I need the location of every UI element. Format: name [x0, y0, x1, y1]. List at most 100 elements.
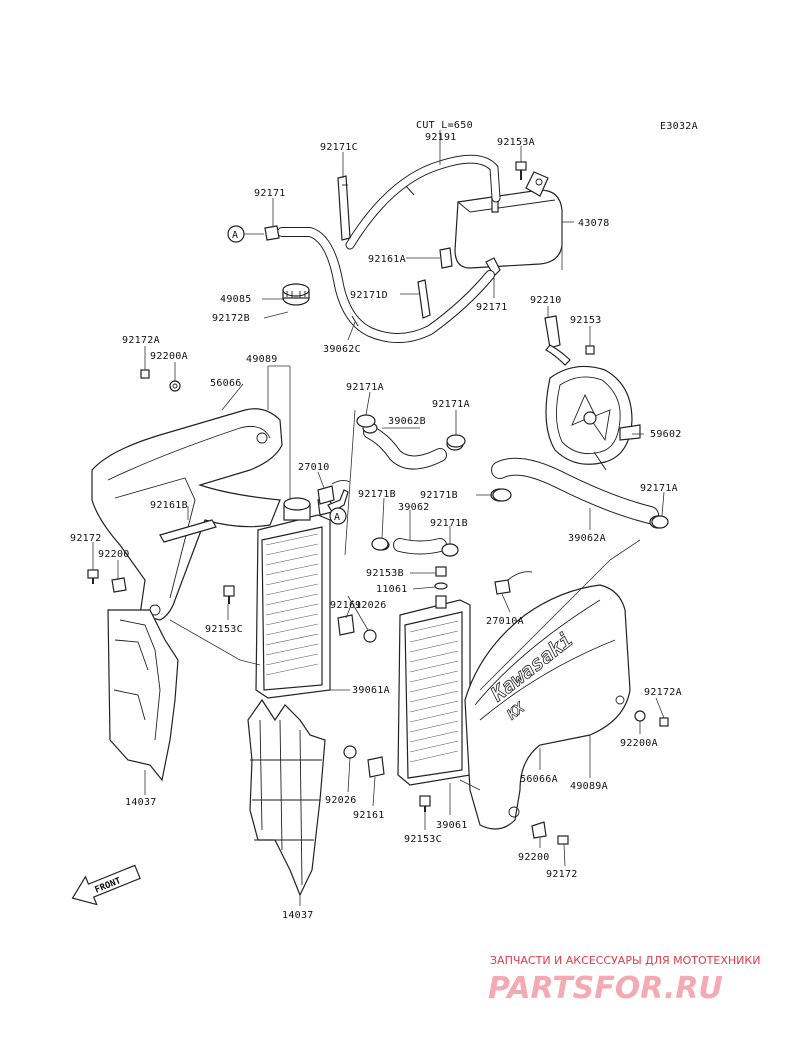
bolt-92153b	[435, 566, 447, 577]
label-92210: 92210	[530, 295, 562, 306]
label-92026-right: 92026	[325, 795, 357, 806]
label-92191: 92191	[425, 132, 457, 143]
label-27010: 27010	[298, 462, 330, 473]
watermark-tagline: ЗАПЧАСТИ И АКСЕССУАРЫ ДЛЯ МОТОТЕХНИКИ	[490, 954, 760, 967]
grommet-92161-right	[367, 756, 385, 778]
label-92153b: 92153B	[366, 568, 404, 579]
label-92200-left: 92200	[98, 549, 130, 560]
label-92161-right: 92161	[353, 810, 385, 821]
damper-92026-left	[363, 629, 377, 643]
collar-92200-left	[111, 577, 127, 593]
nut-92171	[264, 225, 280, 241]
label-92200-right: 92200	[518, 852, 550, 863]
label-92172-left: 92172	[70, 533, 102, 544]
bolt-92172-right	[557, 835, 569, 845]
label-92172a-right: 92172A	[644, 687, 682, 698]
callout-a-label-mid: A	[334, 512, 340, 523]
label-39062: 39062	[398, 502, 430, 513]
label-92026-left: 92026	[355, 600, 387, 611]
band-92161a	[439, 247, 453, 269]
label-92153: 92153	[570, 315, 602, 326]
bolt-92172a-left	[140, 369, 150, 379]
radiator-right-fins	[409, 620, 459, 763]
callout-a-top: A	[227, 225, 264, 243]
radiator-cap-49085	[282, 283, 310, 306]
front-arrow: FRONT	[71, 864, 141, 906]
collar-92200-right	[531, 821, 547, 839]
watermark-brand: PARTSFOR.RU	[488, 971, 723, 1006]
label-56066a: 56066A	[520, 774, 558, 785]
washer-11061	[434, 582, 448, 590]
cooling-fan-59602	[544, 315, 641, 471]
label-92171a-1: 92171A	[346, 382, 384, 393]
label-49085: 49085	[220, 294, 252, 305]
label-92161b: 92161B	[150, 500, 188, 511]
bolt-92172a-right	[659, 717, 669, 727]
bolt-92153c-right	[419, 795, 431, 812]
label-92200a-left: 92200A	[150, 351, 188, 362]
label-92171b-2: 92171B	[420, 490, 458, 501]
diagram-code: E3032A	[660, 121, 698, 132]
bolt-92153a	[515, 161, 527, 180]
label-92153a: 92153A	[497, 137, 535, 148]
sensor-27010a	[494, 571, 533, 595]
part-labels: CUT L=650 92191 92171C 92153A 43078 9217…	[70, 120, 682, 921]
label-56066: 56066	[210, 378, 242, 389]
callout-a-mid: A	[329, 507, 347, 525]
label-39061: 39061	[436, 820, 468, 831]
label-92161-left: 92161	[330, 600, 362, 611]
callout-a-label: A	[232, 230, 238, 241]
radiator-shroud-right-56066a: Kawasaki KX	[464, 584, 631, 830]
clamp-92171b-1	[371, 537, 389, 551]
label-39062a: 39062A	[568, 533, 606, 544]
label-27010a: 27010A	[486, 616, 524, 627]
clamp-92171a-2	[446, 434, 466, 448]
label-92172-right: 92172	[546, 869, 578, 880]
clamp-92171b-2	[441, 543, 459, 557]
label-92153c-left: 92153C	[205, 624, 243, 635]
label-49089: 49089	[246, 354, 278, 365]
clamp-92171a-3	[651, 515, 669, 529]
temp-sensor-27010	[317, 479, 351, 505]
damper-92026-right	[343, 745, 357, 759]
clamp-92171b-3	[492, 488, 512, 502]
label-92172a-left: 92172A	[122, 335, 160, 346]
cut-note: CUT L=650	[416, 120, 473, 131]
label-92161a: 92161A	[368, 254, 406, 265]
label-49089a: 49089A	[570, 781, 608, 792]
bolt-92172-left	[87, 569, 99, 584]
hose-39062a	[490, 457, 667, 529]
label-14037-center: 14037	[282, 910, 314, 921]
radiator-left-fins	[265, 533, 319, 676]
label-92171a-3: 92171A	[640, 483, 678, 494]
label-14037-left: 14037	[125, 797, 157, 808]
reservoir-tank	[454, 171, 563, 277]
label-39061a: 39061A	[352, 685, 390, 696]
label-43078: 43078	[578, 218, 610, 229]
label-59602: 59602	[650, 429, 682, 440]
radiator-shroud-left-56066	[91, 408, 283, 621]
label-92200a-right: 92200A	[620, 738, 658, 749]
breather-hose-39062c	[277, 227, 495, 344]
watermark: ЗАПЧАСТИ И АКСЕССУАРЫ ДЛЯ МОТОТЕХНИКИ PA…	[488, 954, 760, 1006]
label-92171b-3: 92171B	[430, 518, 468, 529]
label-92171d: 92171D	[350, 290, 388, 301]
label-39062b: 39062B	[388, 416, 426, 427]
label-92171a-2: 92171A	[432, 399, 470, 410]
label-92171b-1: 92171B	[358, 489, 396, 500]
grommet-92161-left	[337, 614, 355, 636]
washer-92200a-left	[169, 380, 181, 392]
label-92172b: 92172B	[212, 313, 250, 324]
washer-92200a-right	[634, 710, 646, 722]
radiator-guard-14037-center	[247, 698, 326, 897]
overflow-hose-upper	[345, 154, 501, 250]
label-11061: 11061	[376, 584, 408, 595]
label-39062c: 39062C	[323, 344, 361, 355]
bolt-92153c-left	[223, 585, 235, 604]
label-92171-top: 92171	[254, 188, 286, 199]
label-92153c-right: 92153C	[404, 834, 442, 845]
leader-lines	[92, 130, 665, 906]
label-92171c: 92171C	[320, 142, 358, 153]
